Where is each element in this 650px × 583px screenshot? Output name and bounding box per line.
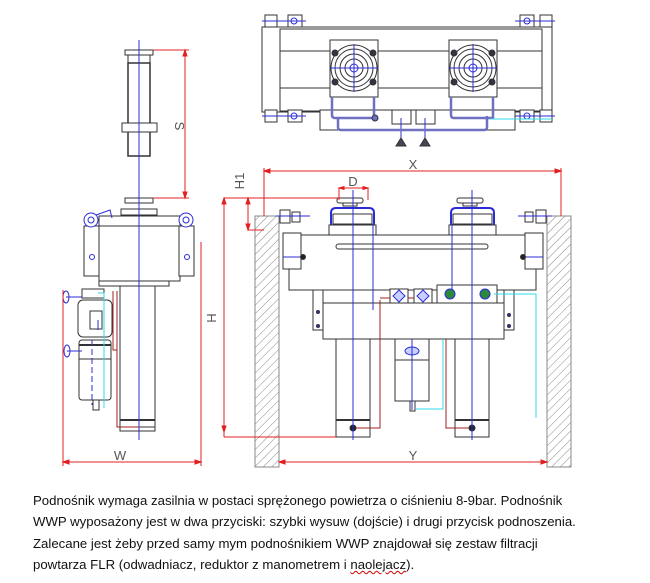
dimension-label-h1: H1 xyxy=(232,173,247,190)
dimension-label-h: H xyxy=(204,313,219,322)
caption-text: ). xyxy=(406,556,415,572)
caption-line: Zalecane jest żeby przed samy mym podnoś… xyxy=(33,535,538,551)
caption-line: WWP wyposażony jest w dwa przyciski: szy… xyxy=(33,514,576,530)
left-bracket xyxy=(83,225,100,277)
dimension-label-w: W xyxy=(114,448,127,463)
caption-text: powtarza FLR (odwadniacz, reduktor z man… xyxy=(33,556,351,572)
front-air-line xyxy=(494,293,537,418)
right-bracket xyxy=(178,225,195,277)
top-pipes xyxy=(330,97,495,132)
dimension-label-y: Y xyxy=(409,448,418,463)
main-beam xyxy=(288,234,537,291)
lower-crossbeam xyxy=(322,302,505,340)
dimension-label-d: D xyxy=(348,174,357,189)
dimension-x xyxy=(262,168,563,216)
dimension-y xyxy=(277,459,549,465)
air-line xyxy=(98,292,105,408)
fitting-right xyxy=(479,288,491,300)
side-view xyxy=(62,40,195,440)
dimension-d xyxy=(337,185,370,200)
caption-line: Podnośnik wymaga zasilnia w postaci sprę… xyxy=(33,493,563,508)
button-lift-icon xyxy=(416,289,430,303)
technical-drawing: S W xyxy=(61,14,572,468)
right-wall xyxy=(546,215,572,468)
lift-head-flange xyxy=(98,280,170,287)
dimension-w xyxy=(61,242,203,466)
dimension-label-s: S xyxy=(172,122,187,131)
left-roller xyxy=(83,212,99,228)
description-caption: Podnośnik wymaga zasilnia w postaci sprę… xyxy=(33,490,643,575)
valve-knob-right xyxy=(419,137,431,147)
caption-line: powtarza FLR (odwadniacz, reduktor z man… xyxy=(33,554,643,575)
dimension-s xyxy=(153,48,189,200)
flr-filter-bowl xyxy=(78,339,112,401)
valve-knob-left xyxy=(395,137,407,147)
cylinder-head-left xyxy=(329,39,379,98)
top-view xyxy=(261,14,555,147)
button-quick-extend-icon xyxy=(392,289,406,303)
right-roller xyxy=(178,212,194,228)
cylinder-head-right xyxy=(448,39,498,98)
side-cylinder xyxy=(119,285,156,432)
dimension-label-x: X xyxy=(409,157,418,172)
dimension-h1 xyxy=(224,196,339,232)
left-wall xyxy=(254,215,280,468)
oil-line xyxy=(116,291,140,428)
fitting-left xyxy=(444,288,456,300)
misspelled-word[interactable]: naolejacz xyxy=(350,556,407,572)
dimension-h xyxy=(221,196,336,438)
front-view xyxy=(254,190,572,468)
